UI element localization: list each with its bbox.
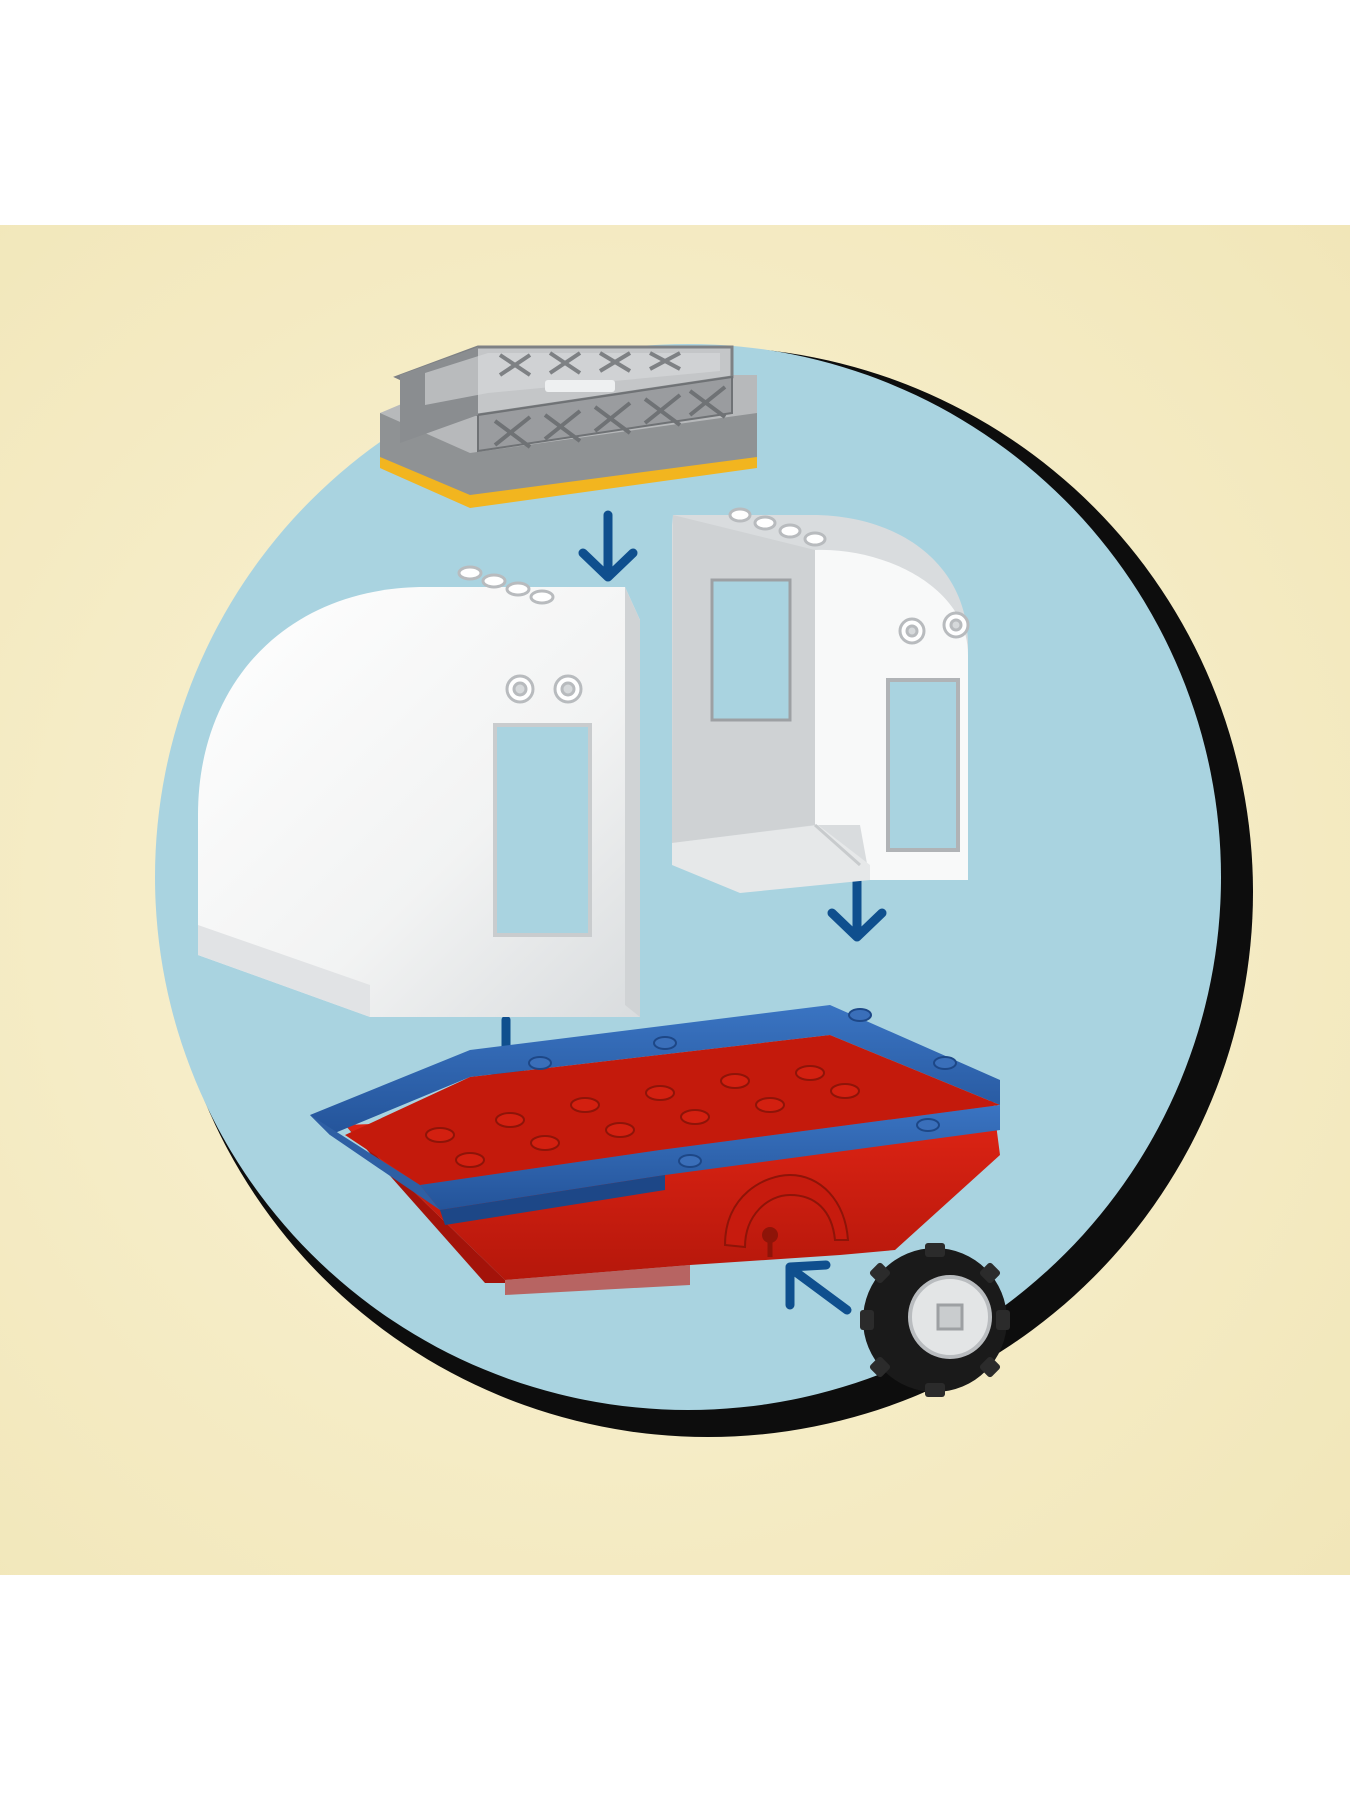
trailer-chassis [310,1005,1000,1295]
right-camper-shell [672,507,970,893]
arrow-down-icon [578,510,638,582]
wheel-piece [860,1243,1010,1397]
left-camper-shell [198,565,640,1017]
illustration-panel [0,225,1350,1575]
arrow-up-left-icon [785,1260,852,1315]
assembly-scene [0,225,1350,1575]
roof-rack-piece [380,345,757,508]
arrow-down-icon [827,870,887,942]
